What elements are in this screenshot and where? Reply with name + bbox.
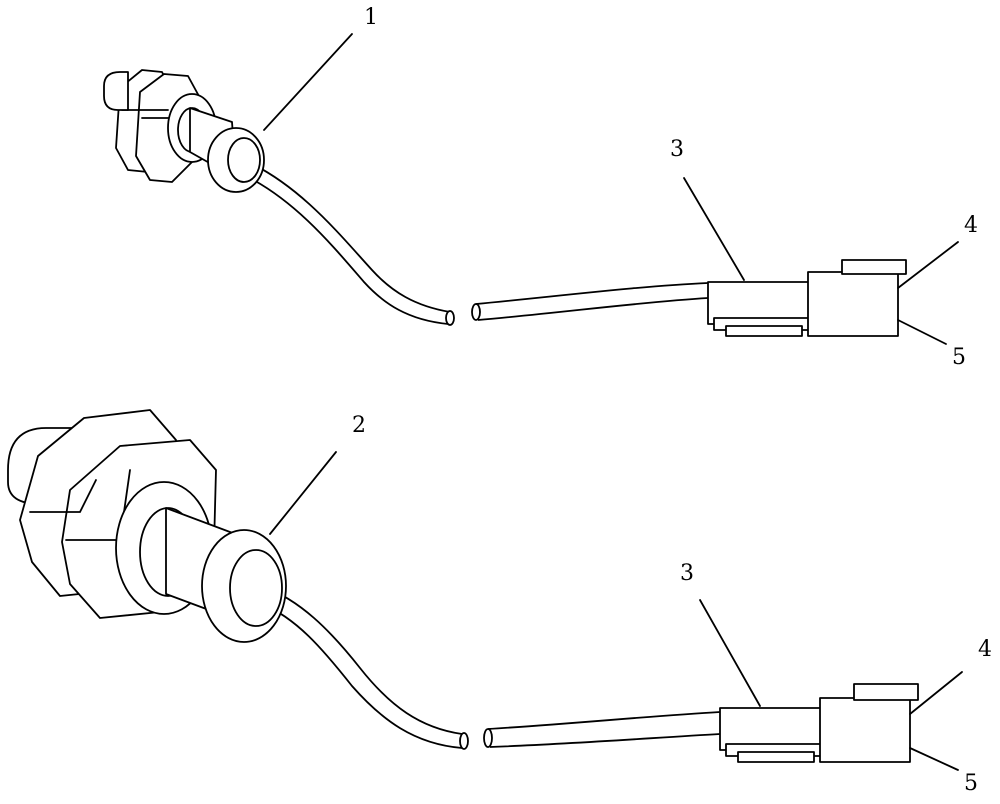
sensor-cable-large (261, 585, 463, 735)
callout-1: 1 (364, 5, 378, 30)
sensor-cable-small (243, 159, 451, 313)
callout-2: 2 (352, 413, 366, 438)
cable-break-mark (459, 732, 469, 750)
connector-latch-large (853, 683, 919, 701)
callout-5-bottom: 5 (964, 771, 978, 796)
cable-break-mark (471, 303, 481, 321)
cable-break-mark (445, 310, 455, 326)
connector-body-large (719, 707, 825, 751)
callout-4-top: 4 (964, 213, 978, 238)
sensor-assembly-large: 2 3 4 5 (7, 409, 992, 796)
sensor-assembly-small: 1 3 4 5 (103, 5, 978, 370)
connector-small (707, 259, 907, 337)
connector-latch-small (841, 259, 907, 275)
sensor-tip-small (103, 71, 129, 111)
connector-housing-large (819, 697, 911, 763)
callout-5-top: 5 (952, 345, 966, 370)
cable-break-mark (483, 728, 493, 748)
callout-3-top: 3 (670, 137, 684, 162)
connector-large (719, 683, 919, 763)
callout-4-bottom: 4 (978, 637, 992, 662)
callout-3-bottom: 3 (680, 561, 694, 586)
connector-housing-small (807, 271, 899, 337)
